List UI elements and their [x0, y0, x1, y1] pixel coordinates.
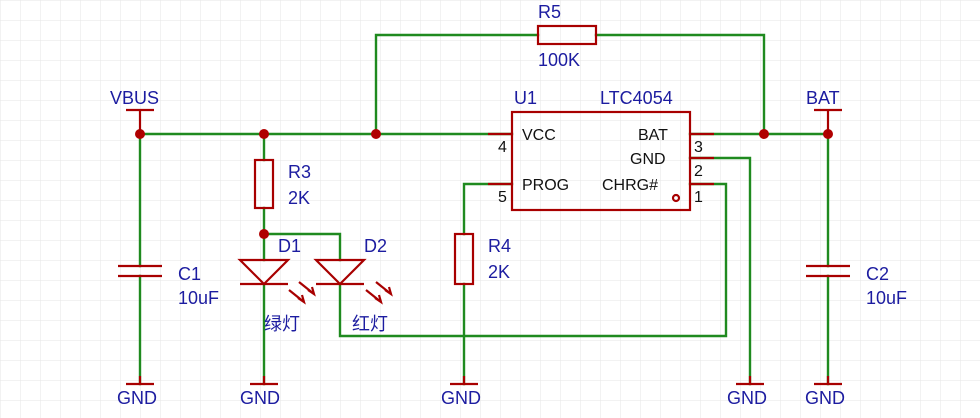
gnd-symbol-u1: GND: [727, 376, 767, 408]
gnd-symbol-c1: GND: [117, 376, 157, 408]
led-triangle: [237, 258, 291, 286]
pin-name-chrg: CHRG#: [602, 177, 658, 194]
wire-r5-left: [374, 33, 540, 136]
pin1-marker-icon: [671, 193, 681, 203]
capacitor-plates: [806, 264, 850, 278]
pin-number-gnd: 2: [694, 163, 703, 180]
gnd-label: GND: [727, 388, 767, 408]
resistor-r4: R4 2K: [453, 232, 511, 286]
pin-name-prog: PROG: [522, 177, 569, 194]
resistor-r3: R3 2K: [253, 158, 311, 210]
light-arrow-icon: [365, 289, 383, 305]
resistor-body: [453, 232, 475, 286]
capacitor-value: 10uF: [178, 288, 219, 308]
gnd-label: GND: [240, 388, 280, 408]
capacitor-c2: C2 10uF: [806, 264, 907, 308]
pin-name-bat: BAT: [638, 127, 668, 144]
junction-dot: [259, 229, 269, 239]
ic-body: [510, 110, 692, 212]
ic-part-number: LTC4054: [600, 88, 673, 108]
net-label-bat: BAT: [806, 88, 840, 108]
led-d1: D1 绿灯: [237, 236, 316, 335]
ic-ref: U1: [514, 88, 537, 108]
resistor-ref: R3: [288, 162, 311, 182]
junction-dot: [371, 129, 381, 139]
capacitor-ref: C1: [178, 264, 201, 284]
gnd-label: GND: [805, 388, 845, 408]
led-label: 红灯: [352, 314, 388, 335]
led-label: 绿灯: [264, 314, 300, 335]
resistor-body: [536, 24, 598, 46]
pin-number-chrg: 1: [694, 189, 703, 206]
led-ref: D2: [364, 236, 387, 256]
capacitor-c1: C1 10uF: [118, 264, 219, 308]
net-vbus-port: VBUS: [110, 88, 159, 134]
pin-name-gnd: GND: [630, 151, 666, 168]
net-label-vbus: VBUS: [110, 88, 159, 108]
resistor-ref: R5: [538, 2, 561, 22]
wire-d2-anode: [262, 232, 342, 262]
ic-u1: U1 LTC4054 VCC 4 BAT 3 GND 2 PROG 5 CHRG…: [488, 88, 714, 212]
resistor-body: [253, 158, 275, 210]
light-arrow-icon: [288, 289, 306, 305]
resistor-value: 2K: [488, 262, 510, 282]
resistor-value: 100K: [538, 50, 580, 70]
light-arrow-icon: [298, 281, 316, 297]
capacitor-plates: [118, 264, 162, 278]
resistor-value: 2K: [288, 188, 310, 208]
led-triangle: [313, 258, 367, 286]
pin-name-vcc: VCC: [522, 127, 556, 144]
gnd-label: GND: [441, 388, 481, 408]
net-bat-port: BAT: [806, 88, 842, 134]
junction-dot: [759, 129, 769, 139]
resistor-r5: R5 100K: [536, 2, 598, 70]
gnd-symbol-c2: GND: [805, 376, 845, 408]
capacitor-value: 10uF: [866, 288, 907, 308]
capacitor-ref: C2: [866, 264, 889, 284]
pin-number-vcc: 4: [498, 139, 507, 156]
resistor-ref: R4: [488, 236, 511, 256]
led-ref: D1: [278, 236, 301, 256]
gnd-symbol-r4: GND: [441, 376, 481, 408]
gnd-symbol-d1: GND: [240, 376, 280, 408]
junction-dot: [259, 129, 269, 139]
pin-number-prog: 5: [498, 189, 507, 206]
pin-number-bat: 3: [694, 139, 703, 156]
led-d2: D2 红灯: [313, 236, 393, 335]
wire-r5-right: [594, 33, 766, 136]
gnd-label: GND: [117, 388, 157, 408]
light-arrow-icon: [375, 281, 393, 297]
